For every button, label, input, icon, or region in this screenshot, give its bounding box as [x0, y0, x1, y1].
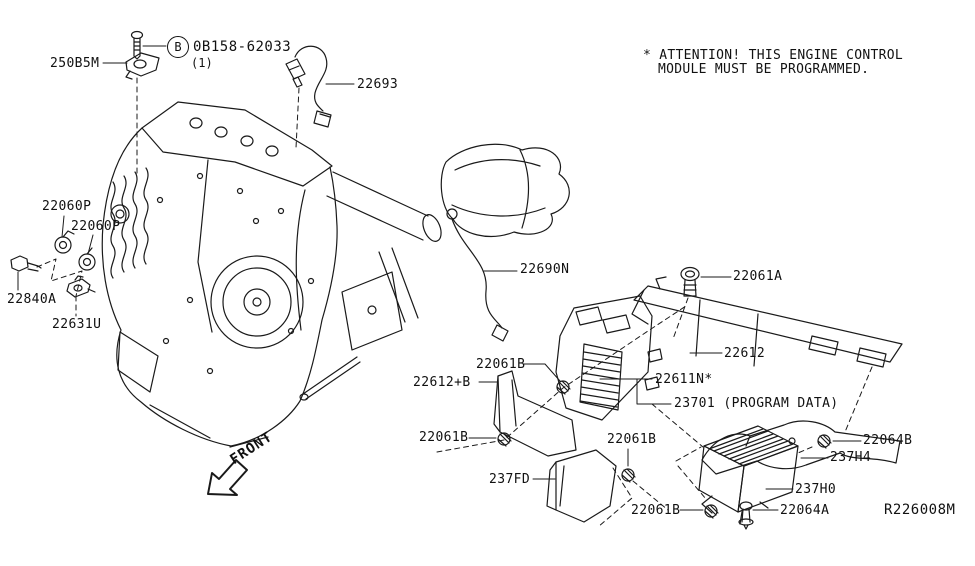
circled-letter-callout: B: [167, 36, 189, 58]
part-label-23701-program-data: 23701 (PROGRAM DATA): [674, 396, 839, 411]
engine-assembly: [101, 101, 338, 448]
nut-22064b: [817, 434, 832, 449]
part-label-22064b: 22064B: [863, 433, 913, 448]
part-label-22061b-4: 22061B: [631, 503, 681, 518]
part-label-22060p-2: 22060P: [71, 219, 121, 234]
part-label-22061b-3: 22061B: [607, 432, 657, 447]
bolt-22064a: [738, 501, 754, 530]
nut-22061b-left: [497, 432, 512, 447]
part-label-22631u: 22631U: [52, 317, 102, 332]
callout-quantity: (1): [191, 56, 213, 70]
attention-note-line1: * ATTENTION! THIS ENGINE CONTROL: [643, 48, 904, 63]
attention-note: * ATTENTION! THIS ENGINE CONTROL MODULE …: [643, 49, 903, 77]
ecm-bracket: [631, 276, 903, 368]
nut-22061b-bottom: [704, 504, 719, 519]
front-arrow-icon: [207, 459, 248, 496]
part-label-22060p-1: 22060P: [42, 199, 92, 214]
part-label-22840a: 22840A: [7, 292, 57, 307]
part-label-237h0: 237H0: [795, 482, 837, 497]
part-label-22061b-2: 22061B: [419, 430, 469, 445]
harness-clamp-and-bolt: [125, 30, 160, 80]
assembly-axis-dashes: [36, 77, 873, 528]
callout-part-number: 0B158-62033: [193, 39, 292, 55]
lower-control-module: [698, 425, 799, 525]
part-label-237h4: 237H4: [830, 450, 872, 465]
ecm-cover: [493, 370, 577, 457]
part-label-22611n: 22611N*: [655, 372, 713, 387]
part-label-22690n: 22690N: [520, 262, 570, 277]
exhaust-catalyst-assembly: [299, 143, 570, 401]
grommet-22061b-upper: [556, 380, 571, 395]
lower-module-bracket: [701, 420, 901, 475]
nut-22061b-middle: [621, 468, 636, 483]
leader-lines: [17, 45, 862, 511]
ecm-module: [555, 295, 663, 421]
diagram-reference-code: R226008M: [884, 502, 956, 518]
part-label-22061a: 22061A: [733, 269, 783, 284]
part-label-22064a: 22064A: [780, 503, 830, 518]
attention-note-line2: MODULE MUST BE PROGRAMMED.: [658, 62, 870, 77]
lower-module-cover: [546, 449, 617, 523]
rear-oxygen-sensor: [446, 208, 509, 342]
part-label-22693: 22693: [357, 77, 399, 92]
part-label-22612: 22612: [724, 346, 766, 361]
air-fuel-ratio-sensor: [285, 45, 332, 128]
bolt-22061a: [680, 266, 700, 297]
part-label-237fd: 237FD: [489, 472, 531, 487]
part-label-22612b: 22612+B: [413, 375, 471, 390]
part-label-250b5m: 250B5M: [50, 56, 100, 71]
knock-sensors-and-switches: [10, 230, 96, 298]
part-label-22061b-1: 22061B: [476, 357, 526, 372]
